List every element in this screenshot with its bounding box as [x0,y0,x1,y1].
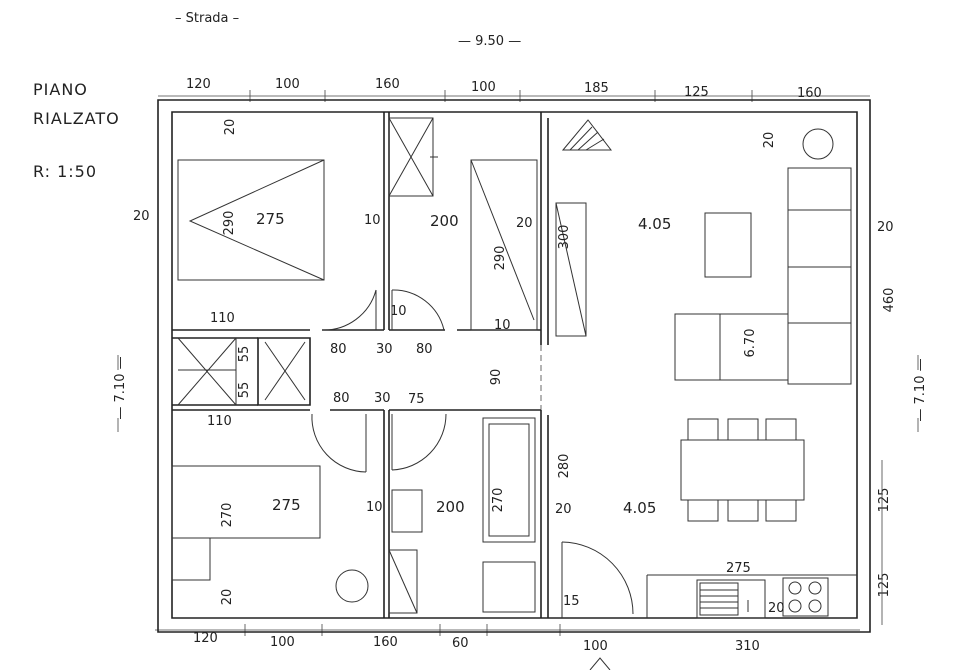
living-top-width: 4.05 [638,215,671,233]
toilet [482,561,536,613]
bathroom: 200 270 10 [366,413,536,614]
bedroom2-bottom: 10 [494,318,511,333]
bath-cabinet [388,549,418,614]
dim-bottom-6: 310 [735,639,760,654]
dim-top-3: 160 [375,77,400,92]
door-swing-bed2 [391,289,445,331]
interior-walls [172,112,549,618]
height-right-label: — 7.10 — [913,358,928,421]
dim-right-125a: 125 [877,488,892,513]
bedroom2-side: 10 [390,304,407,319]
bed-2 [470,159,538,331]
dining-table [680,439,805,501]
dim-top-6: 125 [684,85,709,100]
bed-3 [171,465,321,539]
corr-top-mid: 30 [376,342,393,357]
corr-55a: 55 [237,346,252,363]
kitchen: 275 20 [646,561,857,619]
bedroom3-height: 270 [220,503,235,528]
sofa-chaise [674,313,789,381]
bedroom1-side: 10 [364,213,381,228]
kitchen-width: 275 [726,561,751,576]
door-swing-bath [391,413,447,471]
wardrobe-vertical: 300 [555,202,587,337]
bedroom1-height: 290 [222,211,237,236]
corr-bot-left: 80 [333,391,350,406]
bedroom-1: 275 290 20 10 [177,119,381,331]
corr-top-right: 80 [416,342,433,357]
corr-bot-mid: 30 [374,391,391,406]
dim-top-7: 160 [797,86,822,101]
scale-label: R: 1:50 [33,162,97,181]
corr-bot-right: 75 [408,392,425,407]
wall-left-label: 20 [133,209,150,224]
bed-1 [177,159,325,281]
dimension-side-right: — 7.10 — 20 460 125 125 [877,220,928,625]
dimension-side-left: — 7.10 — 20 [113,209,150,432]
height-left-label: — 7.10 — [113,356,128,419]
bedroom-2: 200 20 290 10 10 [388,117,538,333]
bedroom-3: 275 270 20 [171,413,369,606]
door-swing-bed3 [311,413,367,473]
bedroom2-width: 200 [430,212,459,230]
north-arrow-icon [589,657,611,670]
dimension-chain-bottom: 120 100 160 60 100 310 [155,624,860,654]
dimension-chain-top: 120 100 160 100 185 125 160 [158,77,870,102]
title-line1: PIANO [33,80,88,99]
dim-right-460: 460 [882,288,897,313]
bedroom1-wall: 20 [223,119,238,136]
outer-walls [157,99,871,633]
dim-bottom-3: 160 [373,635,398,650]
bath-height: 270 [491,488,506,513]
bedroom2-height: 290 [493,246,508,271]
round-table-icon [335,569,369,603]
door-swing-bed1 [321,289,377,331]
wardrobe-300: 300 [557,225,572,250]
bath-side: 10 [366,500,383,515]
bath-width: 200 [436,498,465,516]
dim-top-5: 185 [584,81,609,96]
street-label: – Strada – [175,11,239,26]
corr-depth: 90 [489,369,504,386]
dim-top-2: 100 [275,77,300,92]
stove [782,577,829,617]
stair-symbol [561,119,613,151]
bathtub [482,417,536,543]
sink [696,579,766,619]
corr-110b: 110 [207,414,232,429]
kitchen-wall: 20 [768,601,785,616]
sofa-dim: 6.70 [743,329,758,358]
dim-bottom-1: 120 [193,631,218,646]
dining-area: 4.05 280 20 15 [555,418,805,618]
dim-right-125b: 125 [877,573,892,598]
bedroom2-wall: 20 [516,216,533,231]
bedroom3-width: 275 [272,496,301,514]
living-bot-height: 280 [557,454,572,479]
entry-door-dim: 15 [563,594,580,609]
coffee-table [704,212,752,278]
dim-bottom-5: 100 [583,639,608,654]
bedroom1-width: 275 [256,210,285,228]
corr-top-left: 80 [330,342,347,357]
dim-top-1: 120 [186,77,211,92]
dim-bottom-4: 60 [452,636,469,651]
overall-width-label: — 9.50 — [458,34,521,49]
wall-right-label: 20 [877,220,894,235]
bath-sink [391,489,423,533]
bedroom3-wall: 20 [220,589,235,606]
entry-door-swing [561,541,634,615]
dim-top-4: 100 [471,80,496,95]
sofa [787,167,852,385]
corridor: 80 30 80 80 30 75 90 110 110 55 55 [207,311,542,429]
living-bot-wall: 20 [555,502,572,517]
corr-55b: 55 [237,382,252,399]
living-room: 4.05 20 6.70 [561,119,852,385]
plant-icon [802,128,834,160]
corr-110a: 110 [210,311,235,326]
living-bot-width: 4.05 [623,499,656,517]
living-top-wall: 20 [762,132,777,149]
title-line2: RIALZATO [33,109,120,128]
dim-bottom-2: 100 [270,635,295,650]
